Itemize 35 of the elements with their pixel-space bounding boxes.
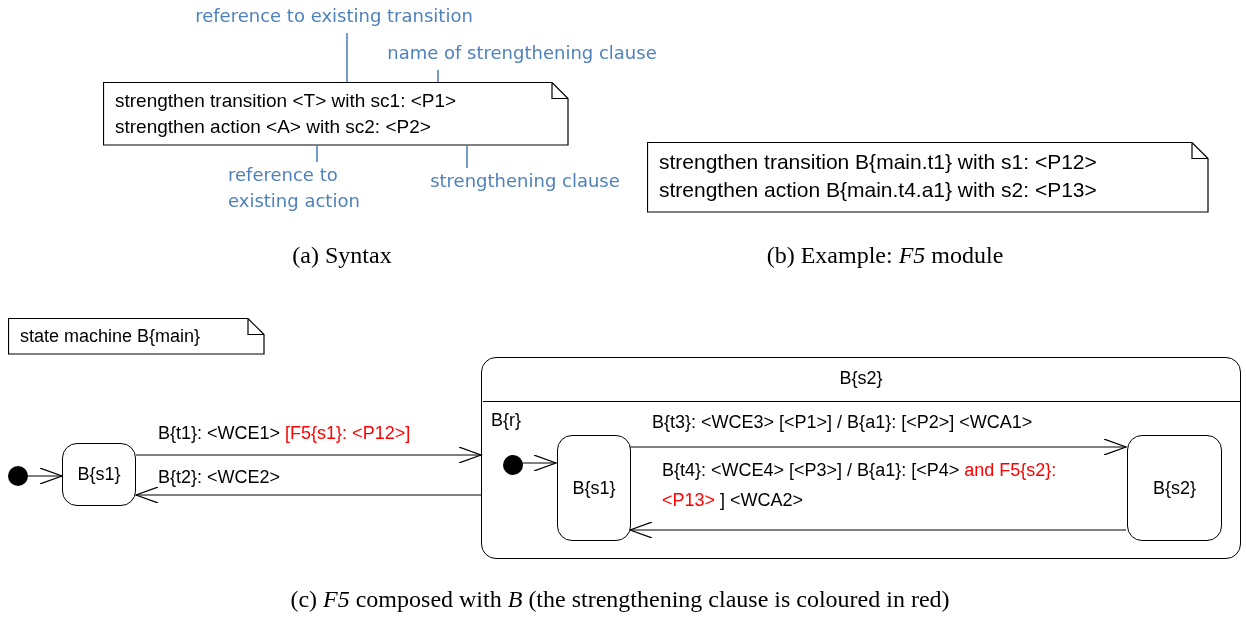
leader-line xyxy=(437,69,439,83)
transition-arrow xyxy=(629,438,1127,456)
annotation-text: reference to existing transition xyxy=(178,3,490,33)
state-name: B{s1} xyxy=(77,464,121,485)
note-text: strengthen transition B{main.t1} with s1: <P12> xyxy=(659,149,1097,175)
region-name: B{r} xyxy=(491,410,522,431)
note-box xyxy=(103,82,569,146)
annotation-text: reference to existing action xyxy=(228,162,378,220)
transition-arrow xyxy=(135,486,482,504)
annotation-text: name of strengthening clause xyxy=(372,40,672,70)
state-name: B{s1} xyxy=(572,477,616,499)
transition-arrow xyxy=(135,446,482,464)
note-text: strengthen action B{main.t4.a1} with s2: <P13> xyxy=(659,177,1097,203)
initial-state-dot xyxy=(8,466,28,486)
caption: (b) Example: F5 module xyxy=(765,242,1005,269)
caption: (c) F5 composed with B (the strengthening clause is coloured in red) xyxy=(289,586,951,613)
leader-line xyxy=(346,32,348,83)
note-text: strengthen action <A> with sc2: <P2> xyxy=(115,115,431,139)
note-text: strengthen transition <T> with sc1: <P1> xyxy=(115,89,457,113)
state-name: B{s2} xyxy=(1152,477,1196,499)
initial-state-dot xyxy=(503,455,523,475)
caption: (a) Syntax xyxy=(291,242,393,269)
state-box xyxy=(1127,435,1222,541)
state-name: B{s2} xyxy=(839,368,883,389)
state-box xyxy=(62,443,136,506)
transition-arrow xyxy=(27,467,63,485)
annotation-text: strengthening clause xyxy=(415,168,635,196)
note-box xyxy=(647,142,1209,213)
leader-line xyxy=(466,145,468,169)
transition-arrow xyxy=(629,521,1127,539)
note-text: state machine B{main} xyxy=(20,325,201,348)
note-box xyxy=(8,318,265,355)
transition-arrow xyxy=(521,454,557,472)
leader-line xyxy=(316,145,318,163)
state-box xyxy=(557,435,631,541)
